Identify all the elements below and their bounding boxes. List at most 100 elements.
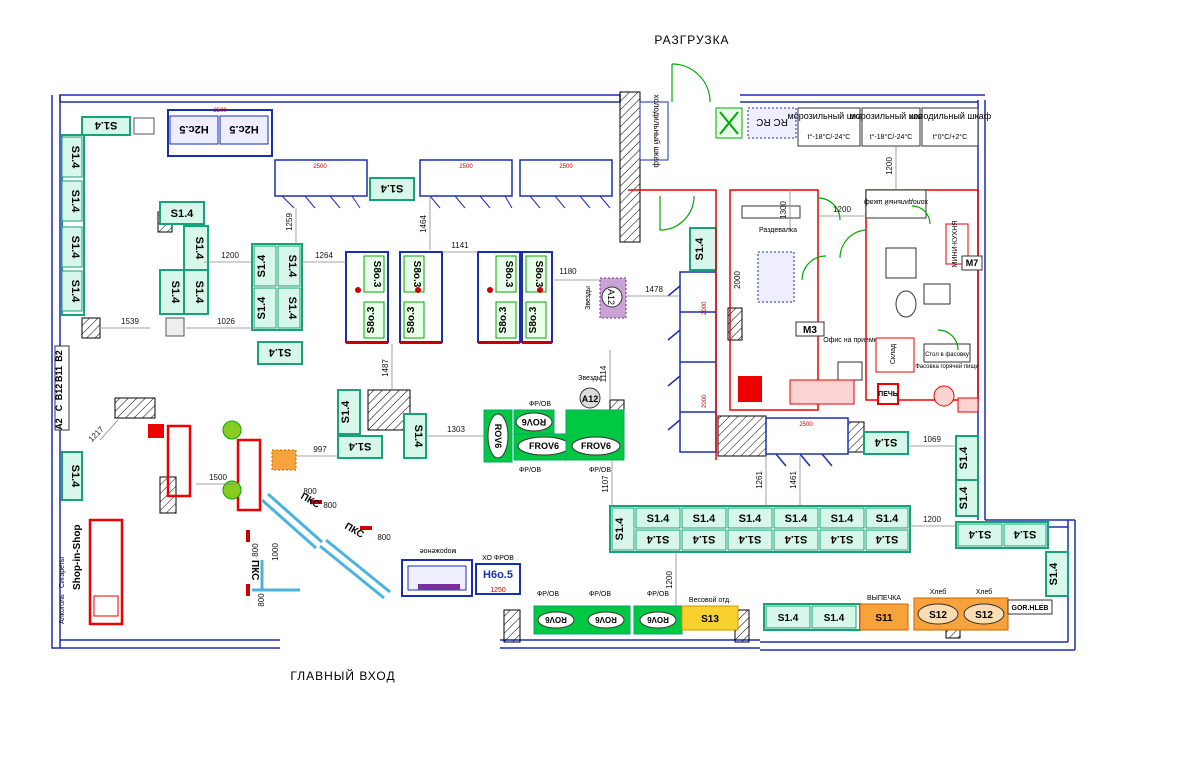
bottom-row-units[interactable]: ROV6 ROV6 ROV6 ФР/ОВ ФР/ОВ ФР/ОВ S13 Вес… — [533, 588, 1053, 635]
refrigerated-cases[interactable]: S8o.3 S8o.3 S8o.3 S8o.3 S8o.3 S8o.3 S8o.… — [345, 251, 553, 344]
shop-in-shop[interactable]: Shop-in-Shop Сигареты Алкоголь — [59, 518, 124, 626]
svg-text:S1.4: S1.4 — [692, 533, 716, 545]
svg-text:Звезды: Звезды — [578, 375, 602, 382]
svg-text:S1.4: S1.4 — [286, 255, 298, 279]
svg-text:A12: A12 — [582, 394, 599, 404]
svg-text:S1.4: S1.4 — [348, 440, 372, 452]
svg-text:S1.4: S1.4 — [69, 146, 81, 170]
svg-text:Раздевалка: Раздевалка — [759, 227, 797, 234]
svg-text:S8o.3: S8o.3 — [371, 261, 382, 288]
svg-text:ВЫПЕЧКА: ВЫПЕЧКА — [867, 595, 901, 602]
svg-text:2500: 2500 — [799, 422, 813, 428]
svg-text:Офис на приемке: Офис на приемке — [823, 337, 881, 344]
label-main-entrance: ГЛАВНЫЙ ВХОД — [290, 668, 395, 683]
svg-text:1300: 1300 — [779, 201, 788, 219]
svg-text:ХО ФРОВ: ХО ФРОВ — [482, 555, 514, 562]
island-left[interactable]: S1.4 S1.4 S1.4 S1.4 — [159, 201, 209, 337]
svg-text:S12: S12 — [929, 610, 947, 621]
svg-text:Хлеб: Хлеб — [930, 588, 947, 596]
dimension-lines — [99, 146, 956, 606]
svg-text:1107: 1107 — [601, 475, 610, 493]
doors[interactable] — [659, 195, 959, 351]
svg-text:S1.4: S1.4 — [69, 280, 81, 304]
unloading-door[interactable] — [671, 63, 711, 103]
svg-text:1200: 1200 — [923, 515, 941, 524]
svg-text:2500: 2500 — [459, 164, 473, 170]
svg-text:Хлеб: Хлеб — [976, 588, 993, 596]
svg-text:Фасовка горячей пищи: Фасовка горячей пищи — [915, 363, 979, 370]
far-right-shelves[interactable]: S1.4 S1.4 S1.4 S1.4 S1.4 — [955, 435, 1069, 597]
label-unloading: РАЗГРУЗКА — [654, 33, 729, 47]
frov-cases[interactable]: ROV6 ROV6 FROV6 FROV6 A12 ФР/ОВ ФР/ОВ ФР… — [483, 375, 625, 474]
svg-text:FROV6: FROV6 — [581, 441, 611, 451]
svg-text:S1.4: S1.4 — [1048, 562, 1060, 586]
svg-text:S1.4: S1.4 — [647, 513, 671, 525]
svg-text:S13: S13 — [701, 614, 719, 625]
svg-text:S1.4: S1.4 — [876, 513, 900, 525]
shelf-s14-mid-right[interactable]: S1.4 — [863, 431, 909, 455]
svg-text:S1.4: S1.4 — [380, 182, 404, 194]
a12-unit-upper[interactable]: A12 — [599, 277, 627, 319]
svg-text:ROV6: ROV6 — [647, 615, 669, 624]
svg-text:1069: 1069 — [923, 435, 941, 444]
svg-text:S1.4: S1.4 — [412, 425, 424, 449]
svg-text:ФР/ОВ: ФР/ОВ — [647, 591, 669, 598]
svg-text:1500: 1500 — [209, 473, 227, 482]
freezer-h6o5[interactable]: мороженое H6o.5 1250 ХО ФРОВ — [401, 547, 521, 597]
svg-text:Склад: Склад — [890, 344, 897, 364]
svg-text:H2c.5: H2c.5 — [179, 123, 208, 135]
svg-text:2500: 2500 — [313, 164, 327, 170]
svg-text:S8o.3: S8o.3 — [366, 306, 377, 333]
svg-text:ROV6: ROV6 — [595, 615, 617, 624]
svg-text:S8o.3: S8o.3 — [533, 261, 544, 288]
svg-text:1026: 1026 — [217, 317, 235, 326]
svg-text:B12: B12 — [54, 384, 64, 401]
svg-text:S1.4: S1.4 — [958, 446, 970, 470]
svg-text:ПЕЧЬ: ПЕЧЬ — [878, 391, 898, 398]
svg-text:S1.4: S1.4 — [69, 190, 81, 214]
svg-text:S1.4: S1.4 — [824, 613, 845, 624]
svg-text:S1.4: S1.4 — [340, 400, 352, 424]
svg-text:S1.4: S1.4 — [193, 281, 205, 305]
island-center-left[interactable]: S1.4 S1.4 S1.4 S1.4 S1.4 — [251, 243, 303, 365]
svg-text:GOR.HLEB: GOR.HLEB — [1012, 605, 1049, 612]
svg-text:997: 997 — [313, 445, 327, 454]
svg-text:холодильный шкаф: холодильный шкаф — [652, 94, 661, 168]
svg-text:1261: 1261 — [755, 471, 764, 489]
svg-text:1000: 1000 — [271, 543, 280, 561]
left-wall-shelves[interactable]: S1.4 S1.4 S1.4 S1.4 S1.4 S1.4 — [61, 116, 155, 501]
fridge-h2c5: H2c.5 H2c.5 2500 — [167, 108, 273, 157]
shelf-s14-top[interactable]: S1.4 — [369, 177, 415, 201]
svg-text:S1.4: S1.4 — [256, 296, 268, 320]
svg-text:1478: 1478 — [645, 285, 663, 294]
svg-text:S1.4: S1.4 — [286, 297, 298, 321]
svg-text:Звезды: Звезды — [585, 286, 592, 310]
island-center[interactable]: S1.4 S1.4 S1.4 — [337, 389, 427, 459]
svg-text:S1.4: S1.4 — [874, 436, 898, 448]
svg-text:ФР/ОВ: ФР/ОВ — [537, 591, 559, 598]
svg-text:ROV6: ROV6 — [493, 424, 503, 449]
svg-text:морозильный шкаф: морозильный шкаф — [850, 111, 934, 121]
svg-text:Стол в фасовку: Стол в фасовку — [925, 352, 969, 358]
svg-text:t°0°C/+2°C: t°0°C/+2°C — [933, 133, 967, 141]
svg-text:S11: S11 — [875, 613, 893, 624]
svg-text:2500: 2500 — [559, 164, 573, 170]
svg-text:RC RC: RC RC — [756, 116, 788, 127]
svg-text:800: 800 — [377, 533, 391, 542]
svg-text:1461: 1461 — [789, 471, 798, 489]
svg-text:S1.4: S1.4 — [958, 486, 970, 510]
shelf-s14-right[interactable]: S1.4 — [689, 227, 717, 271]
svg-text:S1.4: S1.4 — [778, 613, 799, 624]
svg-text:A12: A12 — [606, 289, 616, 305]
svg-text:ФР/ОВ: ФР/ОВ — [529, 401, 551, 408]
svg-text:t°-18°C/-24°C: t°-18°C/-24°C — [808, 133, 851, 141]
svg-text:H6o.5: H6o.5 — [483, 569, 513, 581]
svg-text:ПКС: ПКС — [343, 521, 366, 541]
svg-text:S1.4: S1.4 — [968, 528, 992, 540]
svg-text:ROV6: ROV6 — [522, 417, 547, 427]
svg-text:1250: 1250 — [490, 587, 506, 594]
svg-text:1217: 1217 — [87, 424, 106, 443]
svg-text:1114: 1114 — [599, 365, 608, 382]
